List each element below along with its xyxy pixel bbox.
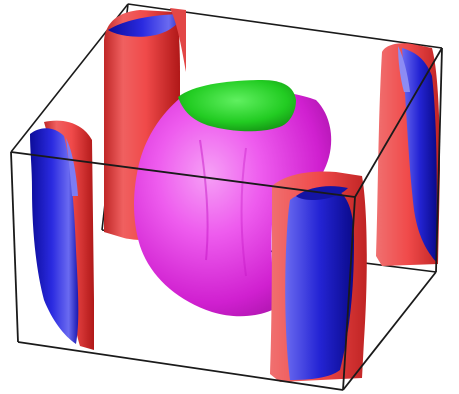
box-front-edges — [10, 47, 443, 391]
sheet-front-left — [30, 120, 94, 350]
sheet-back-right — [376, 43, 440, 266]
central-pocket — [134, 80, 332, 317]
sheet-front-right — [270, 171, 367, 382]
